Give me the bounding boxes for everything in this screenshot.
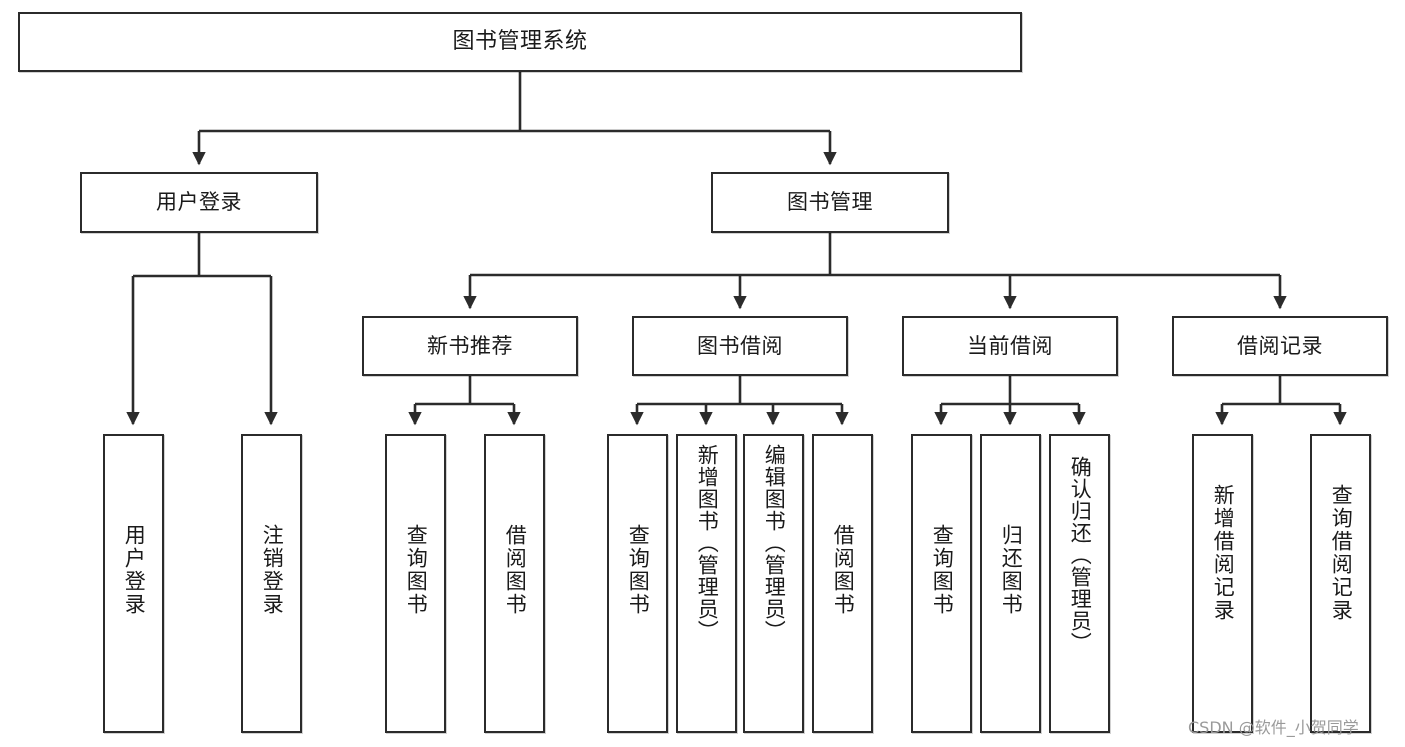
node-label: 用户登录 (156, 190, 242, 214)
leaf-current-borrow-return[interactable]: 归还图书 (980, 434, 1041, 733)
node-book-borrow[interactable]: 图书借阅 (632, 316, 848, 376)
node-label: 查询图书 (626, 524, 651, 616)
node-label: 图书借阅 (697, 333, 783, 358)
leaf-new-book-query[interactable]: 查询图书 (385, 434, 446, 733)
node-borrow-record[interactable]: 借阅记录 (1172, 316, 1388, 376)
node-label: 借阅图书 (503, 524, 528, 616)
node-label: 新增借阅记录 (1211, 484, 1236, 622)
watermark-text: CSDN @软件_小贺同学 (1188, 718, 1359, 737)
node-label: 查询借阅记录 (1329, 484, 1354, 622)
leaf-current-borrow-confirm[interactable]: 确认归还（管理员） (1049, 434, 1110, 733)
leaf-current-borrow-query[interactable]: 查询图书 (911, 434, 972, 733)
leaf-borrow-record-add[interactable]: 新增借阅记录 (1192, 434, 1253, 733)
leaf-book-borrow-query[interactable]: 查询图书 (607, 434, 668, 733)
node-label: 图书管理系统 (452, 29, 588, 54)
node-label: 借阅记录 (1237, 333, 1323, 358)
leaf-book-borrow-borrow[interactable]: 借阅图书 (812, 434, 873, 733)
node-label: 查询图书 (930, 524, 955, 616)
node-label: 归还图书 (999, 524, 1024, 616)
node-label: 查询图书 (404, 524, 429, 616)
node-label: 新书推荐 (427, 333, 513, 358)
leaf-borrow-record-query[interactable]: 查询借阅记录 (1310, 434, 1371, 733)
node-label: 编辑图书（管理员） (762, 444, 787, 642)
node-current-borrow[interactable]: 当前借阅 (902, 316, 1118, 376)
node-label: 图书管理 (787, 190, 873, 214)
node-user-login[interactable]: 用户登录 (80, 172, 318, 233)
leaf-new-book-borrow[interactable]: 借阅图书 (484, 434, 545, 733)
node-new-book-recommend[interactable]: 新书推荐 (362, 316, 578, 376)
node-book-management[interactable]: 图书管理 (711, 172, 949, 233)
leaf-user-login-logout[interactable]: 注销登录 (241, 434, 302, 733)
node-label: 确认归还（管理员） (1068, 456, 1093, 654)
node-label: 用户登录 (122, 524, 147, 616)
node-label: 新增图书（管理员） (695, 444, 720, 642)
node-label: 借阅图书 (831, 524, 856, 616)
leaf-book-borrow-add[interactable]: 新增图书（管理员） (676, 434, 737, 733)
leaf-user-login-login[interactable]: 用户登录 (103, 434, 164, 733)
node-label: 当前借阅 (967, 333, 1053, 358)
leaf-book-borrow-edit[interactable]: 编辑图书（管理员） (743, 434, 804, 733)
node-root-system[interactable]: 图书管理系统 (18, 12, 1022, 72)
node-label: 注销登录 (260, 524, 285, 616)
